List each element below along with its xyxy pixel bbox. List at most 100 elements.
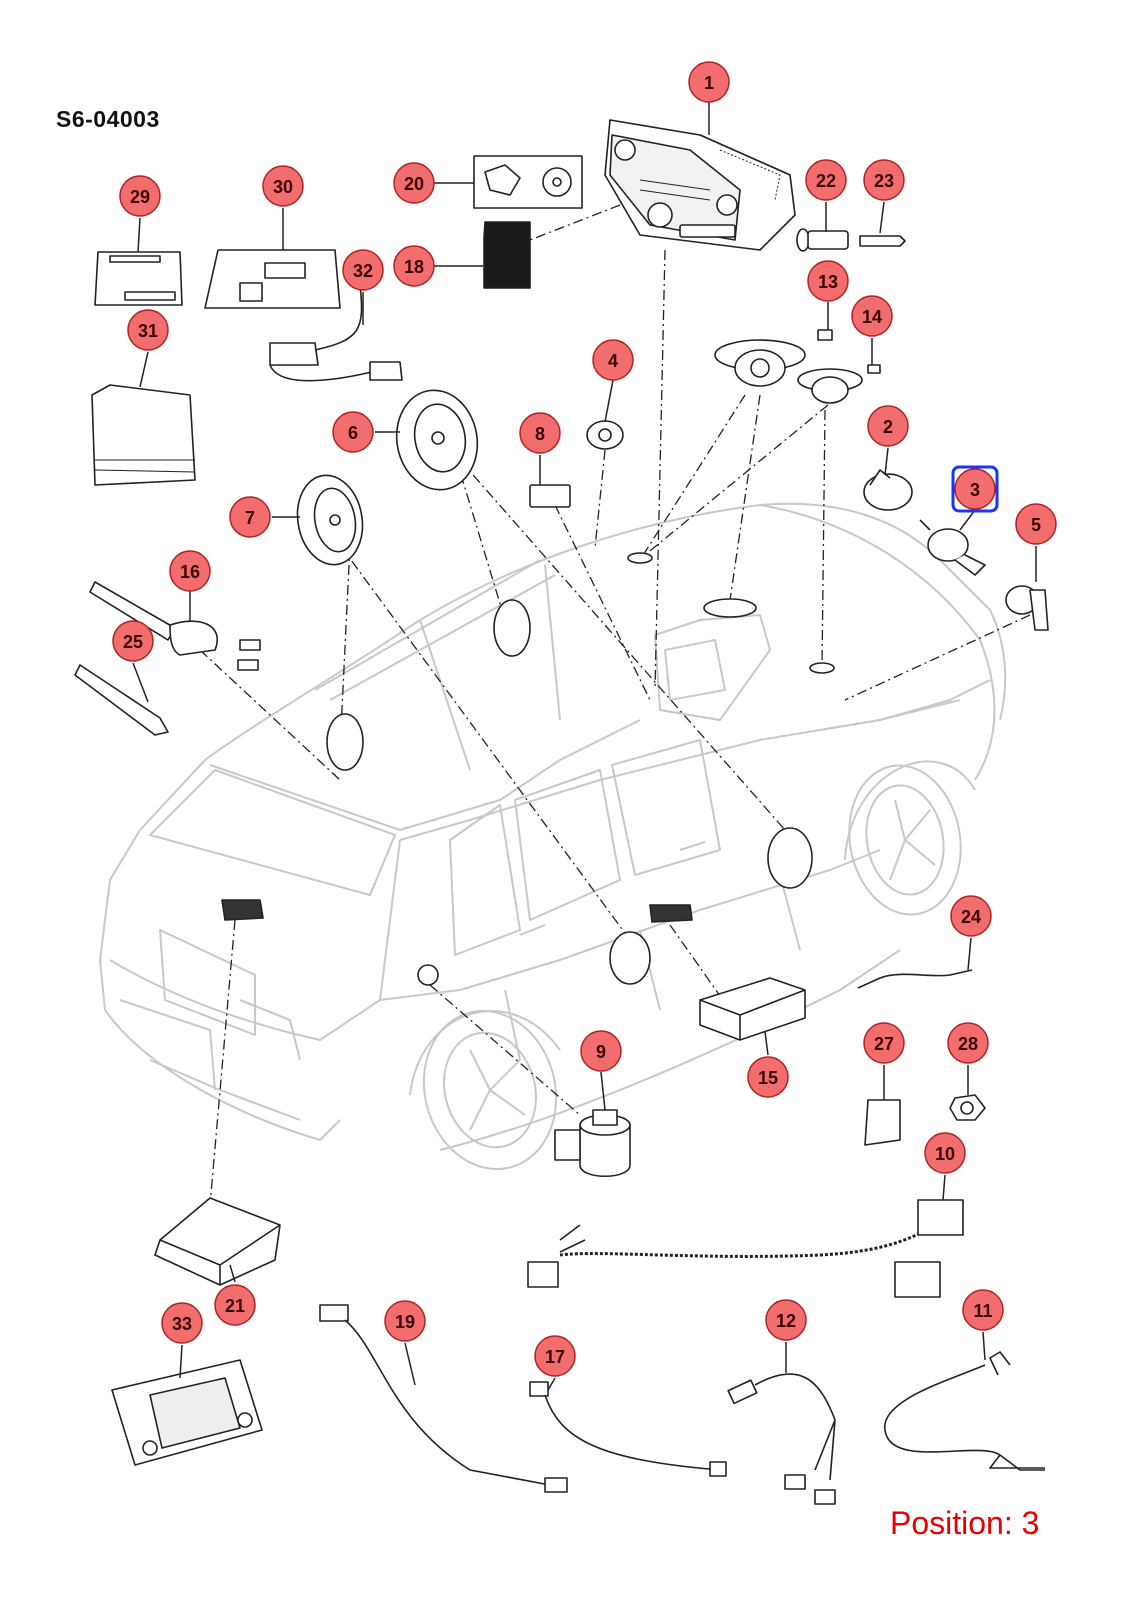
callout-7[interactable]: 7 <box>229 496 271 538</box>
callout-33[interactable]: 33 <box>161 1302 203 1344</box>
position-label: Position: 3 <box>890 1505 1040 1541</box>
callout-24[interactable]: 24 <box>950 895 992 937</box>
control-module-31[interactable] <box>91 384 196 486</box>
speaker-front-door-low[interactable] <box>767 827 813 889</box>
control-module-29[interactable] <box>94 251 183 306</box>
speaker-door-front[interactable] <box>493 599 531 657</box>
speaker-13[interactable] <box>714 329 833 387</box>
callout-number: 21 <box>225 1296 245 1316</box>
callout-leaders <box>132 102 1037 1391</box>
display-unit-33[interactable] <box>111 1359 263 1466</box>
callout-14[interactable]: 14 <box>851 295 893 337</box>
callout-15[interactable]: 15 <box>747 1056 789 1098</box>
vehicle-outline <box>99 502 1007 1171</box>
callout-3[interactable]: 3 <box>951 465 999 513</box>
callout-27[interactable]: 27 <box>863 1022 905 1064</box>
callout-number: 23 <box>874 171 894 191</box>
module-8[interactable] <box>529 484 571 508</box>
sensor-5[interactable] <box>1005 585 1049 631</box>
callout-circle <box>332 411 374 453</box>
callout-32[interactable]: 32 <box>342 249 384 291</box>
callout-28[interactable]: 28 <box>947 1022 989 1064</box>
callout-30[interactable]: 30 <box>262 165 304 207</box>
tweeter-14[interactable] <box>797 364 881 404</box>
callout-12[interactable]: 12 <box>765 1299 807 1341</box>
sd-card-holder-box[interactable] <box>473 155 583 209</box>
callout-19[interactable]: 19 <box>384 1300 426 1342</box>
callout-circle <box>1015 503 1057 545</box>
speaker-rear-door[interactable] <box>326 713 364 771</box>
amplifier-15[interactable] <box>699 977 806 1041</box>
callout-16[interactable]: 16 <box>169 550 211 592</box>
callout-6[interactable]: 6 <box>332 411 374 453</box>
door-speaker-6[interactable] <box>389 384 485 496</box>
cable-24[interactable] <box>857 969 973 989</box>
tweeter-dash-left[interactable] <box>627 552 653 564</box>
tweeter-a-pillar[interactable] <box>809 662 835 674</box>
callout-22[interactable]: 22 <box>805 159 847 201</box>
callout-number: 10 <box>935 1144 955 1164</box>
callout-number: 33 <box>172 1314 192 1334</box>
callout-20[interactable]: 20 <box>393 162 435 204</box>
aux-cable-11[interactable] <box>884 1351 1045 1471</box>
callout-circle <box>169 550 211 592</box>
callout-number: 12 <box>776 1311 796 1331</box>
module-rear-roof[interactable] <box>221 899 264 921</box>
sensor-coil[interactable] <box>417 964 439 986</box>
speaker-dash-center[interactable] <box>703 598 757 618</box>
callout-17[interactable]: 17 <box>534 1335 576 1377</box>
cable-17[interactable] <box>529 1381 727 1477</box>
usb-y-cable-12[interactable] <box>727 1373 836 1505</box>
callout-5[interactable]: 5 <box>1015 503 1057 545</box>
callout-21[interactable]: 21 <box>214 1284 256 1326</box>
horn-2[interactable] <box>863 469 913 511</box>
callout-13[interactable]: 13 <box>807 260 849 302</box>
module-floor[interactable] <box>649 904 693 923</box>
callout-29[interactable]: 29 <box>119 175 161 217</box>
roof-antenna-16[interactable] <box>89 581 261 671</box>
subwoofer-9[interactable] <box>554 1109 631 1177</box>
callout-circle <box>229 496 271 538</box>
callout-number: 4 <box>608 351 618 371</box>
speaker-rear-door-low[interactable] <box>609 931 651 985</box>
door-speaker-7[interactable] <box>291 470 370 570</box>
circuit-board-30[interactable] <box>204 249 341 309</box>
callout-number: 14 <box>862 307 882 327</box>
callout-number: 28 <box>958 1034 978 1054</box>
callout-11[interactable]: 11 <box>962 1289 1004 1331</box>
antenna-rod-25[interactable] <box>74 664 169 736</box>
callout-10[interactable]: 10 <box>924 1132 966 1174</box>
callout-18[interactable]: 18 <box>393 245 435 287</box>
sd-card[interactable] <box>483 221 531 289</box>
clip-part[interactable] <box>859 235 906 247</box>
connector-part[interactable] <box>796 228 849 252</box>
bracket-27[interactable] <box>864 1099 901 1146</box>
callout-circle <box>954 468 996 510</box>
highlight-box <box>951 465 999 513</box>
callout-1[interactable]: 1 <box>688 61 730 103</box>
callout-circle <box>119 175 161 217</box>
callout-9[interactable]: 9 <box>580 1030 622 1072</box>
amplifier-21[interactable] <box>154 1197 281 1286</box>
callout-number: 5 <box>1031 515 1041 535</box>
cable-19[interactable] <box>319 1304 568 1493</box>
wiring-harness-10[interactable] <box>527 1199 964 1298</box>
callout-number: 24 <box>961 907 981 927</box>
callout-31[interactable]: 31 <box>127 309 169 351</box>
usb-cable-32[interactable] <box>269 284 403 382</box>
callout-number: 13 <box>818 272 838 292</box>
callout-8[interactable]: 8 <box>519 412 561 454</box>
callout-number: 3 <box>970 480 980 500</box>
document-code: S6-04003 <box>56 106 160 132</box>
callout-23[interactable]: 23 <box>863 159 905 201</box>
callout-number: 22 <box>816 171 836 191</box>
callout-number: 1 <box>704 73 714 93</box>
callout-2[interactable]: 2 <box>867 405 909 447</box>
nut-28[interactable] <box>949 1094 986 1121</box>
horn-3[interactable] <box>919 519 986 576</box>
callout-circle <box>924 1132 966 1174</box>
speaker-4[interactable] <box>586 420 624 450</box>
head-unit[interactable] <box>604 119 796 251</box>
callout-4[interactable]: 4 <box>592 339 634 381</box>
callout-25[interactable]: 25 <box>112 620 154 662</box>
